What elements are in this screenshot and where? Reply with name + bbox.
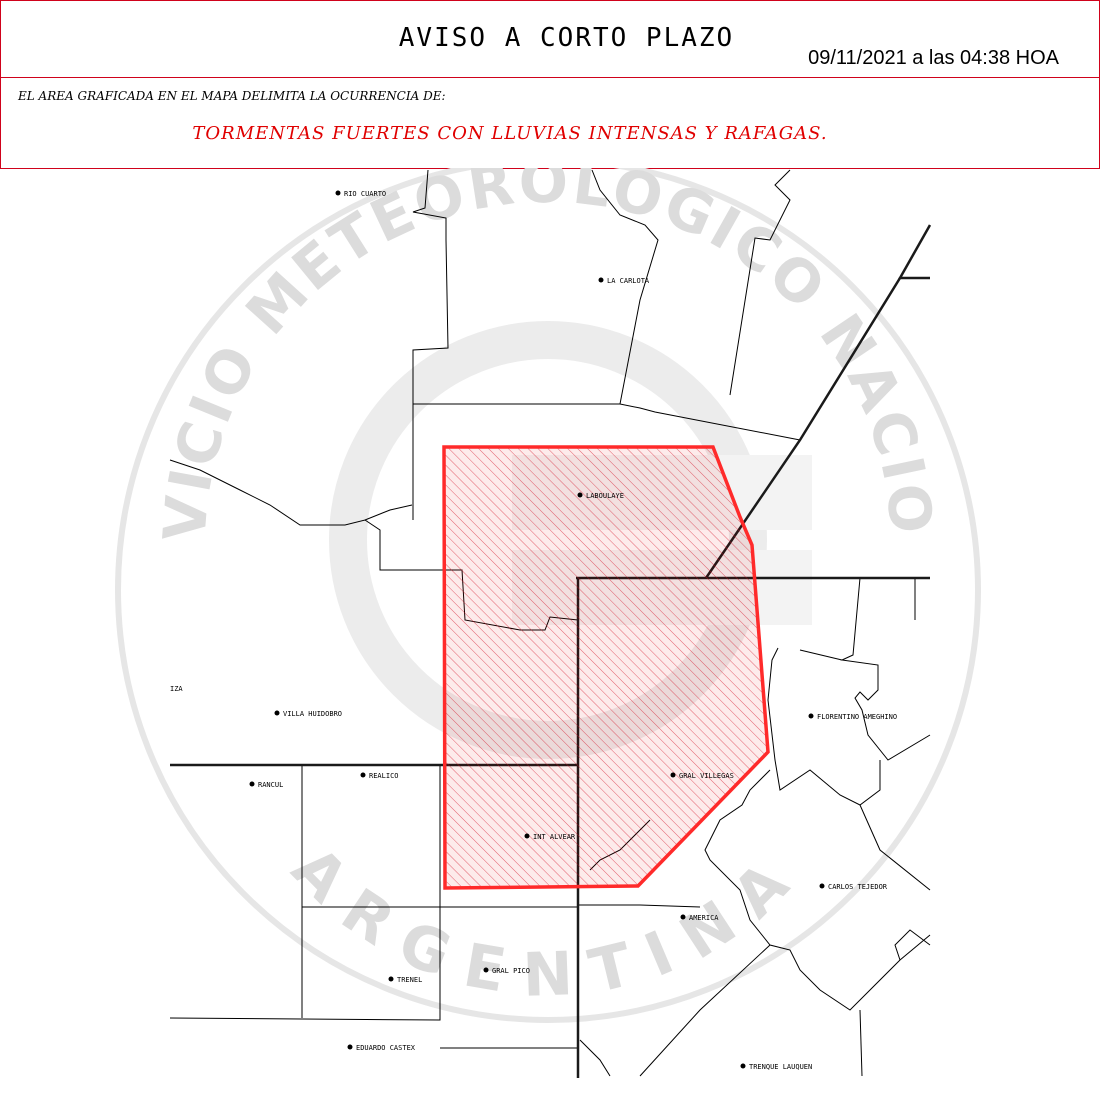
alert-map: SERVICIO METEOROLÓGICO NACIONAL ARGENTIN…	[0, 168, 981, 1078]
city-villa-huidobro: VILLA HUIDOBRO	[274, 710, 342, 718]
svg-text:FLORENTINO AMEGHINO: FLORENTINO AMEGHINO	[817, 713, 897, 721]
city-carlos-tejedor: CARLOS TEJEDOR	[819, 883, 888, 891]
city-trenel: TRENEL	[388, 976, 422, 984]
alert-title: AVISO A CORTO PLAZO	[398, 23, 735, 53]
alert-subtitle: EL AREA GRAFICADA EN EL MAPA DELIMITA LA…	[18, 89, 446, 103]
svg-text:LABOULAYE: LABOULAYE	[586, 492, 624, 500]
alert-phenomenon: TORMENTAS FUERTES CON LLUVIAS INTENSAS Y…	[192, 123, 828, 144]
svg-text:CARLOS TEJEDOR: CARLOS TEJEDOR	[828, 883, 888, 891]
city-gral-villegas: GRAL VILLEGAS	[670, 772, 734, 780]
svg-text:GRAL PICO: GRAL PICO	[492, 967, 530, 975]
city-florentino-ameghino: FLORENTINO AMEGHINO	[808, 713, 897, 721]
alert-area-hatch	[444, 447, 768, 888]
city-iza: IZA	[170, 685, 183, 693]
svg-text:RANCUL: RANCUL	[258, 781, 283, 789]
city-eduardo-castex: EDUARDO CASTEX	[347, 1044, 416, 1052]
svg-text:EDUARDO CASTEX: EDUARDO CASTEX	[356, 1044, 416, 1052]
svg-text:IZA: IZA	[170, 685, 183, 693]
svg-text:TRENQUE LAUQUEN: TRENQUE LAUQUEN	[749, 1063, 812, 1071]
city-realico: REALICO	[360, 772, 399, 780]
city-rancul: RANCUL	[249, 781, 283, 789]
city-laboulaye: LABOULAYE	[577, 492, 624, 500]
svg-text:GRAL VILLEGAS: GRAL VILLEGAS	[679, 772, 734, 780]
alert-timestamp: 09/11/2021 a las 04:38 HOA	[808, 47, 1059, 69]
city-america: AMERICA	[680, 914, 719, 922]
city-labels: RIO CUARTO LA CARLOTA LABOULAYE VILLA HU…	[170, 190, 897, 1071]
header-divider	[1, 77, 1099, 78]
alert-area-outline	[442, 445, 770, 890]
svg-text:LA CARLOTA: LA CARLOTA	[607, 277, 650, 285]
city-int-alvear: INT ALVEAR	[524, 833, 576, 841]
city-la-carlota: LA CARLOTA	[598, 277, 650, 285]
city-trenque-lauquen: TRENQUE LAUQUEN	[740, 1063, 812, 1071]
svg-text:AMERICA: AMERICA	[689, 914, 719, 922]
svg-text:VILLA HUIDOBRO: VILLA HUIDOBRO	[283, 710, 342, 718]
city-rio-cuarto: RIO CUARTO	[335, 190, 386, 198]
city-gral-pico: GRAL PICO	[483, 967, 530, 975]
watermark-outer-ring	[115, 168, 981, 1023]
alert-header: AVISO A CORTO PLAZO 09/11/2021 a las 04:…	[0, 0, 1100, 169]
svg-text:TRENEL: TRENEL	[397, 976, 422, 984]
svg-text:RIO CUARTO: RIO CUARTO	[344, 190, 386, 198]
svg-text:INT ALVEAR: INT ALVEAR	[533, 833, 576, 841]
svg-text:REALICO: REALICO	[369, 772, 399, 780]
